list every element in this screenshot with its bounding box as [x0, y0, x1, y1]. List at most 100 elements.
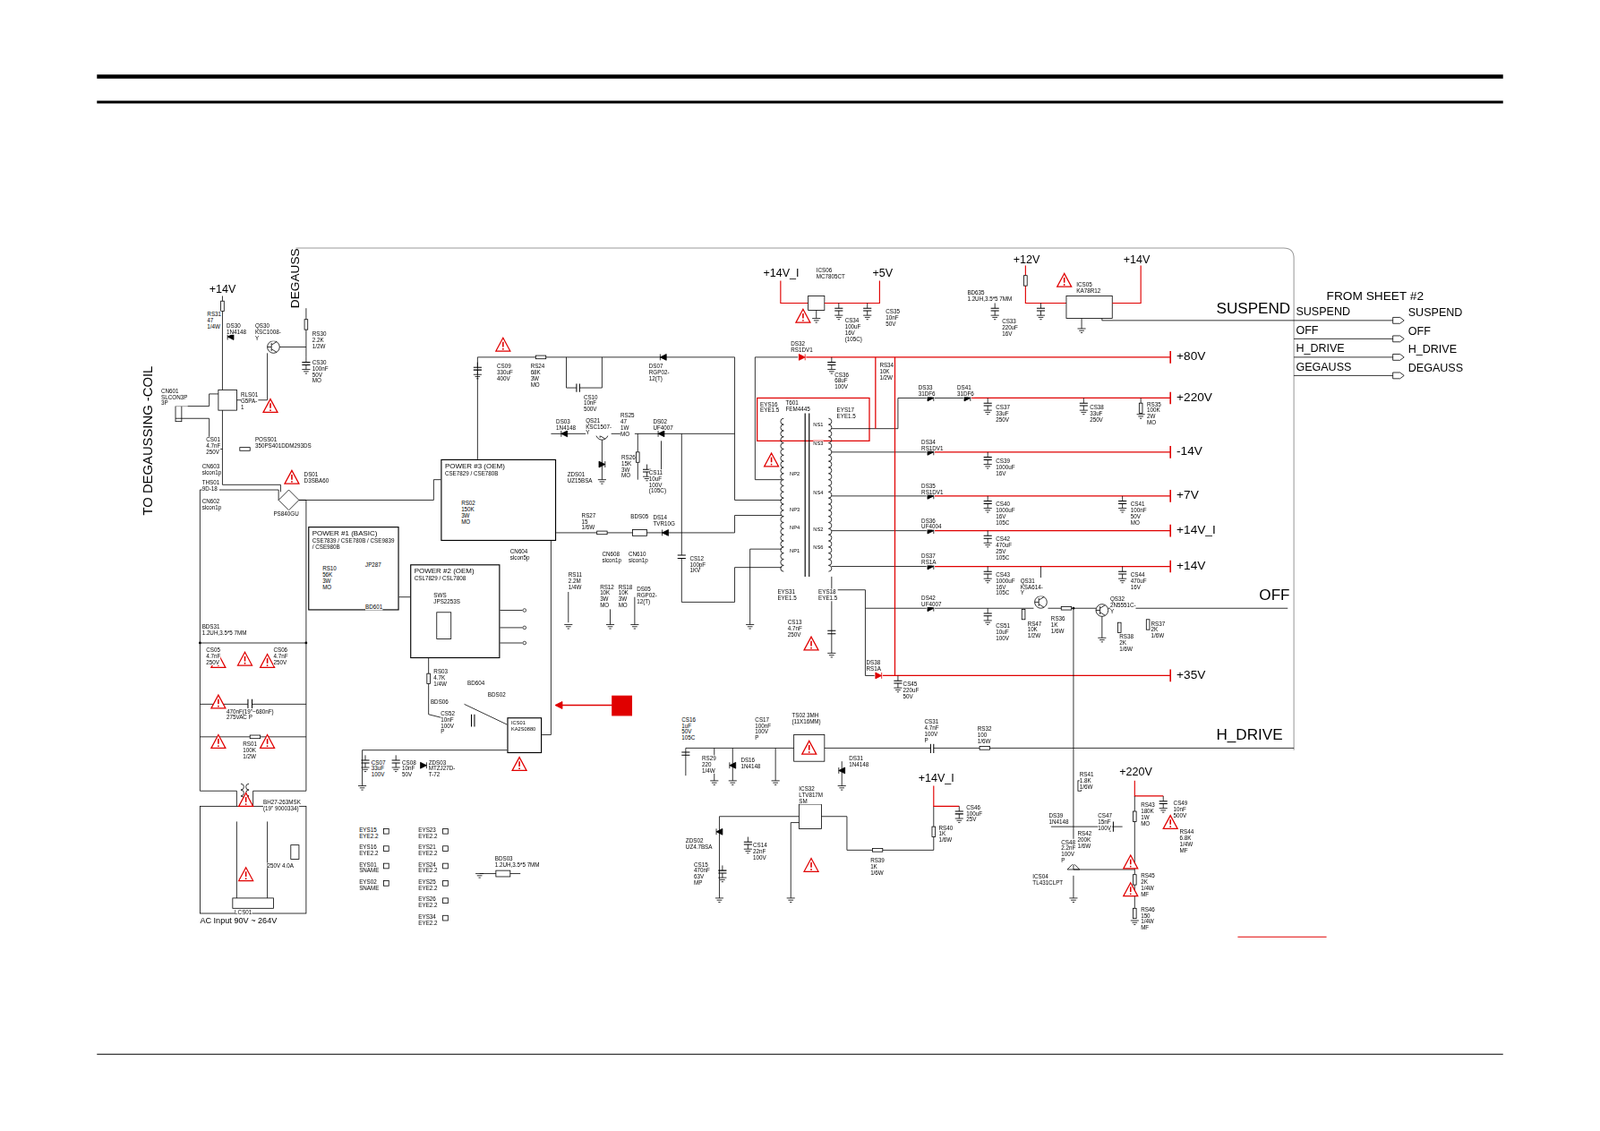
wire — [1293, 356, 1394, 358]
part-label: +14V_I — [762, 265, 799, 279]
wire — [987, 496, 989, 502]
part-label: CS41 100nF 50V MO — [1130, 501, 1147, 527]
wire — [831, 451, 927, 453]
part-label: FROM SHEET #2 — [1326, 290, 1424, 304]
capacitor-symbol — [1159, 801, 1168, 805]
part-label: RS24 68K 3W MO — [530, 363, 546, 389]
wire — [841, 761, 843, 786]
rail-end — [1169, 524, 1172, 538]
warning-dot — [217, 744, 220, 747]
ground-symbol — [1130, 920, 1139, 925]
resistor-symbol — [1138, 402, 1143, 413]
part-label: DS07 RGP02-12(T) — [649, 363, 670, 383]
eyelet-symbol — [384, 881, 390, 887]
part-label: RS37 2K 1/6W — [1151, 620, 1166, 640]
part-label: 1.2UH,3.5*5 7MM — [495, 861, 540, 868]
wire — [821, 816, 873, 851]
note-underline — [1237, 936, 1327, 938]
wire — [732, 747, 734, 780]
part-label: DS39 1N4148 — [1049, 812, 1070, 825]
part-label: RS34 10K 1/2W — [879, 362, 894, 382]
part-label: RS01 100K 1/2W — [242, 740, 257, 760]
part-label: +14V — [1176, 559, 1206, 574]
warning-dot — [802, 319, 805, 322]
part-label: DS36 UF4004 — [921, 517, 942, 531]
part-label: DS30 1N4148 — [226, 322, 247, 335]
part-label: +14V — [1123, 253, 1151, 266]
offsheet-connector — [1393, 316, 1405, 324]
switch-symbol — [436, 612, 452, 640]
warning-mark — [502, 342, 505, 348]
ic-symbol — [1066, 296, 1113, 319]
part-label: CS47 15nF 100V — [1097, 812, 1113, 831]
part-label: BD601 — [365, 604, 383, 611]
part-label: CS06 4.7nF 250V — [273, 647, 288, 667]
part-label: CS35 10nF 50V — [885, 308, 900, 327]
wire — [633, 597, 635, 625]
diode-symbol — [716, 828, 723, 835]
wire — [989, 747, 1294, 749]
relay-symbol — [218, 389, 238, 411]
resistor-symbol — [239, 447, 250, 452]
wire — [477, 369, 479, 375]
wire — [222, 410, 281, 492]
capacitor-symbol — [576, 384, 580, 393]
part-label: DS16 1N4148 — [740, 757, 761, 771]
part-label: SUSPEND — [1295, 305, 1351, 318]
part-label: OFF — [1295, 323, 1318, 336]
part-label: DS14 TVR10G — [652, 513, 675, 527]
ground-symbol — [787, 898, 796, 903]
part-label: CS09 330uF 400V — [496, 363, 514, 383]
capacitor-symbol — [983, 501, 993, 505]
part-label: RS45 2K 1/4W MF — [1140, 872, 1156, 898]
wire — [1072, 875, 1074, 899]
warning-triangle — [804, 636, 819, 651]
box-text: KA2S0880 — [511, 726, 539, 733]
part-label: DS41 31DF6 — [957, 385, 975, 398]
part-label: CS11 10uF 100V (105C) — [649, 469, 667, 495]
diode-symbol — [838, 767, 846, 774]
wire — [934, 397, 964, 399]
part-label: CS46 100uF 25V — [966, 804, 983, 823]
part-label: CS05 4.7nF 250V — [205, 647, 221, 667]
warning-mark — [245, 871, 248, 877]
wire — [775, 747, 777, 780]
warning-mark — [217, 699, 220, 705]
rail-end — [1169, 489, 1172, 503]
ground-symbol — [771, 780, 780, 786]
part-label: CS49 10nF 500V — [1173, 800, 1189, 820]
wire — [718, 816, 720, 899]
part-label: CS17 100nF 100V P — [754, 716, 771, 742]
part-label: PS840GU — [273, 510, 299, 517]
wire — [1102, 318, 1294, 321]
ground-symbol — [358, 786, 367, 791]
ground-symbol — [718, 877, 727, 882]
diode-symbol — [662, 529, 669, 536]
wire — [882, 805, 934, 850]
part-label: RS18 10K 3W MO — [618, 583, 634, 609]
part-label: +220V — [1176, 390, 1213, 404]
ground-symbol — [834, 315, 843, 320]
part-label: NP2 — [789, 471, 800, 478]
warning-mark — [810, 641, 813, 647]
ground-symbol — [715, 898, 724, 903]
warning-triangle — [211, 735, 226, 749]
warning-mark — [1129, 859, 1132, 865]
wire — [866, 310, 868, 316]
header-rule — [96, 101, 1503, 104]
wire — [499, 609, 522, 611]
wire — [199, 641, 307, 643]
wire — [477, 357, 782, 501]
transistor-symbol — [1095, 604, 1109, 617]
wire — [866, 302, 868, 309]
part-label: DS37 RS1A — [921, 553, 936, 566]
warning-mark — [269, 402, 272, 409]
wire — [831, 397, 927, 428]
wire — [933, 786, 959, 807]
offsheet-connector — [1393, 335, 1405, 343]
part-label: QS30 KSC1008-Y — [255, 322, 282, 342]
ground-symbol — [360, 767, 369, 772]
resistor-symbol — [427, 673, 431, 684]
warning-mark — [770, 457, 773, 463]
part-label: EYS16 EYE2.2 — [359, 844, 378, 857]
